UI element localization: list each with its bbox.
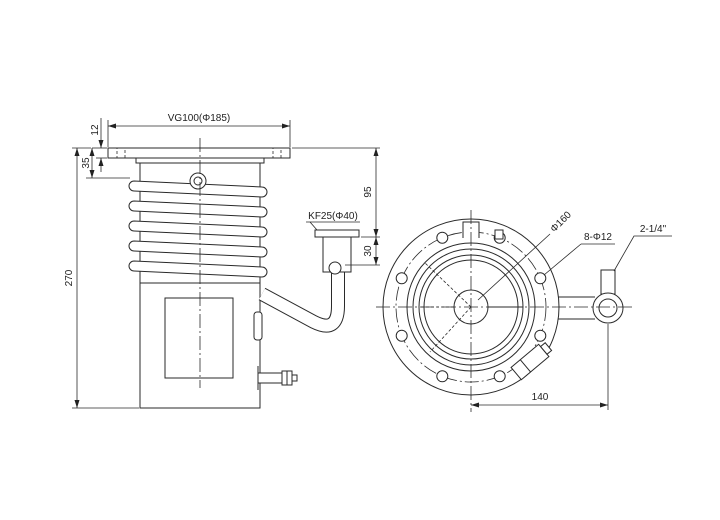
bolt-hole [534,329,547,342]
flange-thickness-label: 12 [90,124,101,136]
jet-line-upper [423,261,472,308]
cooling-coil [128,260,268,278]
body-stub [253,311,263,341]
port-connector-circle [328,261,342,275]
bolt-hole [493,370,506,383]
cooling-coil [128,220,268,238]
cooling-coils [128,180,268,278]
port-label-leader [309,221,318,231]
bolt-hole [436,370,449,383]
gauge-fitting-body [257,372,283,384]
fitting-label: 2-1/4" [640,224,667,235]
fitting-leader [613,235,672,272]
top-boss [494,229,504,240]
foreline-pipe-bore [259,268,344,332]
flange-label: VG100(Φ185) [168,113,230,124]
bolt-hole [436,231,449,244]
fitting-offset-label: 140 [532,392,549,403]
bolt-holes [395,231,547,383]
fitting-inner [598,298,618,318]
flange-bolt-left [116,147,126,159]
angled-port-tip [539,342,553,355]
bolt-hole [534,272,547,285]
bolt-circle-leader [477,233,551,301]
gauge-fitting-tip [291,374,298,382]
kf25-port-flange [314,229,360,238]
coil-offset-label: 35 [81,157,92,169]
top-view: Φ160 8-Φ12 2-1/4" 140 [376,209,672,412]
fitting-outer [592,292,624,324]
port-height-label: 95 [363,186,374,198]
port-offset-label: 30 [363,245,374,257]
bolt-holes-label: 8-Φ12 [584,232,612,243]
bolt-circle-label: Φ160 [549,209,575,235]
total-height-label: 270 [64,269,75,286]
flange-bolt-right [272,147,282,159]
bolt-hole [395,272,408,285]
water-inlet [189,172,207,190]
heater-box [164,297,234,379]
jet-line-lower [429,306,472,353]
cooling-coil [128,200,268,218]
port-label: KF25(Φ40) [308,211,358,222]
angled-port-seam [519,359,531,373]
bolt-hole [395,329,408,342]
water-inlet-bore [193,176,203,186]
fitting-stub [600,269,616,295]
cooling-coil [128,240,268,258]
side-view: VG100(Φ185) 12 35 270 KF25(Φ40) 95 30 [64,113,380,409]
angled-port [510,342,553,381]
bolt-holes-leader [543,243,582,276]
top-flange [107,147,291,159]
pump-body [139,163,261,409]
